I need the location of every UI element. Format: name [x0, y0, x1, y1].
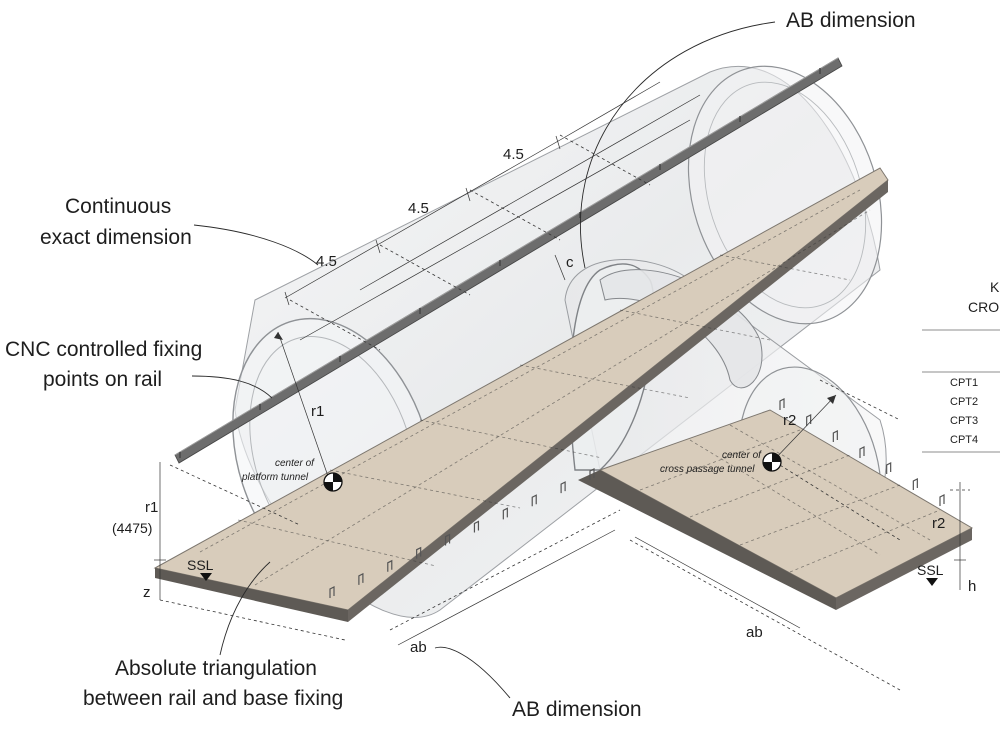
dimension-ssl-left: SSL	[187, 557, 214, 573]
overhead-rail	[174, 57, 843, 464]
dimension-z: z	[143, 584, 151, 601]
dimension-c: c	[566, 254, 574, 271]
legend-title-2: CRO	[968, 299, 999, 315]
fixing-points	[179, 68, 945, 598]
callout-absolute-line2: between rail and base fixing	[83, 687, 343, 710]
fixing-bracket	[806, 414, 812, 426]
callout-ab-dimension-top: AB dimension	[786, 9, 916, 32]
center-marker-cross	[762, 452, 782, 472]
fixing-bracket	[329, 586, 335, 598]
dimension-ab-left: ab	[410, 639, 427, 656]
dimension-spacing-2: 4.5	[408, 200, 429, 217]
legend-item-1: CPT1	[950, 377, 978, 389]
fixing-bracket	[589, 468, 595, 480]
center-marker-platform	[323, 472, 343, 492]
center-cross-label-2: cross passage tunnel	[660, 464, 755, 475]
dimension-spacing-3: 4.5	[316, 253, 337, 270]
dimension-r1: r1	[311, 403, 324, 420]
fixing-bracket	[358, 572, 364, 585]
fixing-bracket	[859, 446, 865, 458]
callout-cnc-line2: points on rail	[43, 368, 162, 391]
callout-ab-dimension-bottom: AB dimension	[512, 698, 642, 721]
legend-item-2: CPT2	[950, 396, 978, 408]
fixing-bracket	[886, 462, 892, 474]
dimension-h: h	[968, 578, 976, 595]
dimension-ab-right: ab	[746, 624, 763, 641]
fixing-bracket	[531, 494, 537, 507]
fixing-bracket	[387, 559, 393, 572]
fixing-bracket	[416, 546, 422, 559]
fixing-bracket	[473, 520, 480, 533]
fixing-bracket	[832, 430, 838, 442]
legend-item-3: CPT3	[950, 415, 978, 427]
ssl-marker-right	[926, 578, 938, 586]
dimension-spacing-1: 4.5	[503, 146, 524, 163]
center-platform-label-1: center of	[275, 458, 315, 469]
legend-title-1: K	[990, 279, 1000, 295]
dimension-r1-side: r1	[145, 499, 158, 516]
callout-leaders	[191, 21, 776, 699]
callout-absolute-line1: Absolute triangulation	[115, 657, 317, 680]
callout-continuous-line2: exact dimension	[40, 226, 192, 249]
ssl-marker-left	[200, 573, 212, 581]
fixing-bracket	[779, 398, 785, 410]
dimension-r2-side: r2	[932, 515, 945, 532]
callout-continuous-line1: Continuous	[65, 195, 171, 218]
dimension-r1-value: (4475)	[112, 520, 152, 536]
fixing-bracket	[912, 478, 918, 490]
fixing-bracket	[560, 481, 566, 494]
dimension-ssl-right: SSL	[917, 562, 944, 578]
center-platform-label-2: platform tunnel	[241, 472, 309, 483]
dimension-r2: r2	[783, 412, 796, 429]
fixing-bracket	[444, 533, 451, 546]
platform-slab-cross	[578, 409, 974, 610]
fixing-bracket	[939, 494, 945, 506]
center-cross-label-1: center of	[722, 450, 762, 461]
platform-slab-main	[153, 167, 889, 622]
legend: K CRO CPT1 CPT2 CPT3 CPT4	[922, 279, 1000, 453]
fixing-bracket	[502, 507, 508, 520]
callout-cnc-line1: CNC controlled fixing	[5, 338, 202, 361]
construction-lines	[154, 81, 970, 691]
legend-item-4: CPT4	[950, 434, 978, 446]
